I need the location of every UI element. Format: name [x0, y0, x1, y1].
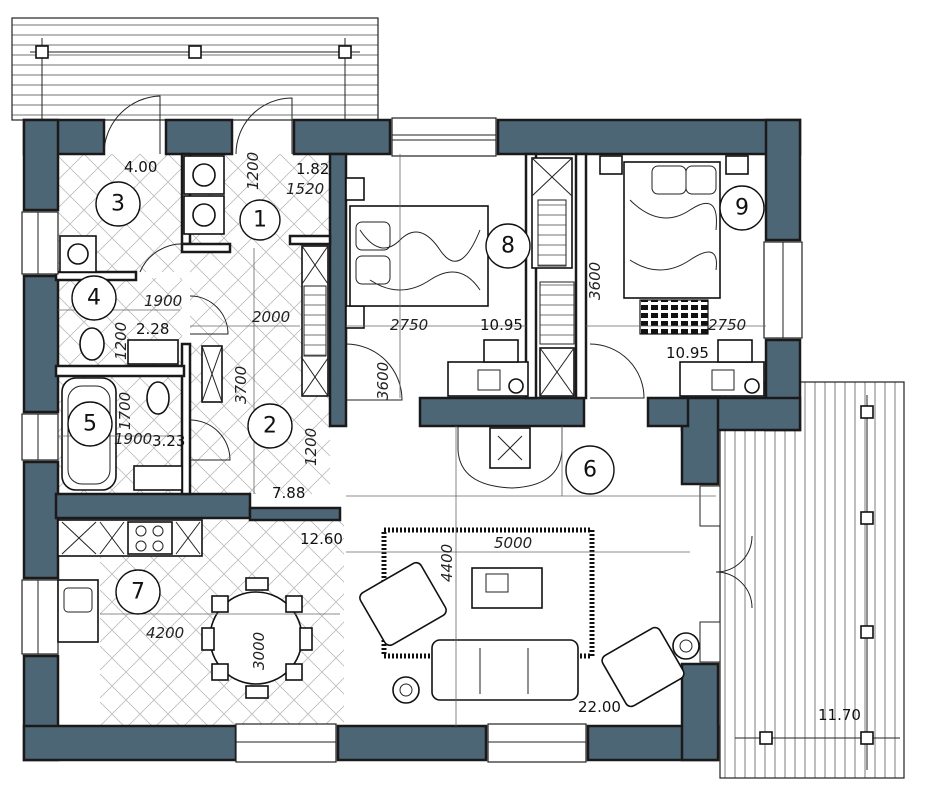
terrace-post: [860, 731, 874, 745]
doors: [103, 95, 753, 609]
laundry-appliances: [59, 155, 225, 273]
hallway-closet: [201, 245, 329, 403]
wardrobe: [531, 157, 575, 397]
terrace-post: [188, 45, 202, 59]
windows: [21, 117, 803, 763]
dim-room4-1200: 1200: [112, 322, 130, 360]
area-room5: 3.23: [152, 432, 185, 450]
dining-table: [201, 577, 313, 699]
room-number-8: 8: [501, 234, 515, 259]
area-room8: 10.95: [480, 316, 523, 334]
dim-3700: 3700: [232, 366, 250, 404]
terrace-post: [759, 731, 773, 745]
dim-4200: 4200: [146, 624, 184, 642]
area-room6: 22.00: [578, 698, 621, 716]
dim-room5-1900: 1900: [114, 430, 152, 448]
dim-3000: 3000: [250, 632, 268, 670]
room-number-3: 3: [111, 192, 125, 217]
room-markers: 1 2 3 4 5 6 7 8 9: [67, 181, 765, 615]
room-number-7: 7: [131, 580, 145, 605]
front-terrace: [11, 17, 379, 121]
area-room9: 10.95: [666, 344, 709, 362]
room-number-2: 2: [263, 414, 277, 439]
area-terrace: 11.70: [818, 706, 861, 724]
area-room7: 12.60: [300, 530, 343, 548]
dim-room8-2750: 2750: [390, 316, 428, 334]
dim-1520: 1520: [286, 180, 324, 198]
area-room4: 2.28: [136, 320, 169, 338]
dim-room8-3600: 3600: [374, 362, 392, 400]
terrace-post: [860, 405, 874, 419]
area-room2: 7.88: [272, 484, 305, 502]
terrace-post: [35, 45, 49, 59]
dim-room4-1900: 1900: [144, 292, 182, 310]
area-room1: 1.82: [296, 160, 329, 178]
terrace-post: [338, 45, 352, 59]
dim-room2-1200: 1200: [302, 428, 320, 466]
terrace-post: [860, 625, 874, 639]
room-number-4: 4: [87, 286, 101, 311]
dim-4400: 4400: [438, 544, 456, 582]
dim-room9-2750: 2750: [708, 316, 746, 334]
kitchen: [57, 519, 203, 643]
bed-room-9: [599, 155, 765, 397]
dim-2000: 2000: [252, 308, 290, 326]
room-number-9: 9: [735, 196, 749, 221]
room-number-1: 1: [253, 208, 267, 233]
interior-walls: [54, 152, 690, 522]
terrace-post: [860, 511, 874, 525]
dim-room9-3600: 3600: [586, 262, 604, 300]
area-labels: 4.00 1.82 2.28 3.23 7.88 12.60 10.95 10.…: [124, 158, 861, 724]
exterior-walls: [22, 118, 802, 762]
dimension-labels: 1200 1520 1900 1200 2000 3700 1700 1900 …: [112, 152, 746, 670]
room-number-6: 6: [583, 458, 597, 483]
dim-5000: 5000: [494, 534, 532, 552]
living-room-furniture: [359, 426, 700, 708]
dim-1700: 1700: [116, 392, 134, 430]
room-number-5: 5: [83, 412, 97, 437]
area-room3: 4.00: [124, 158, 157, 176]
side-terrace: [719, 381, 905, 779]
dim-room1-1200: 1200: [244, 152, 262, 190]
